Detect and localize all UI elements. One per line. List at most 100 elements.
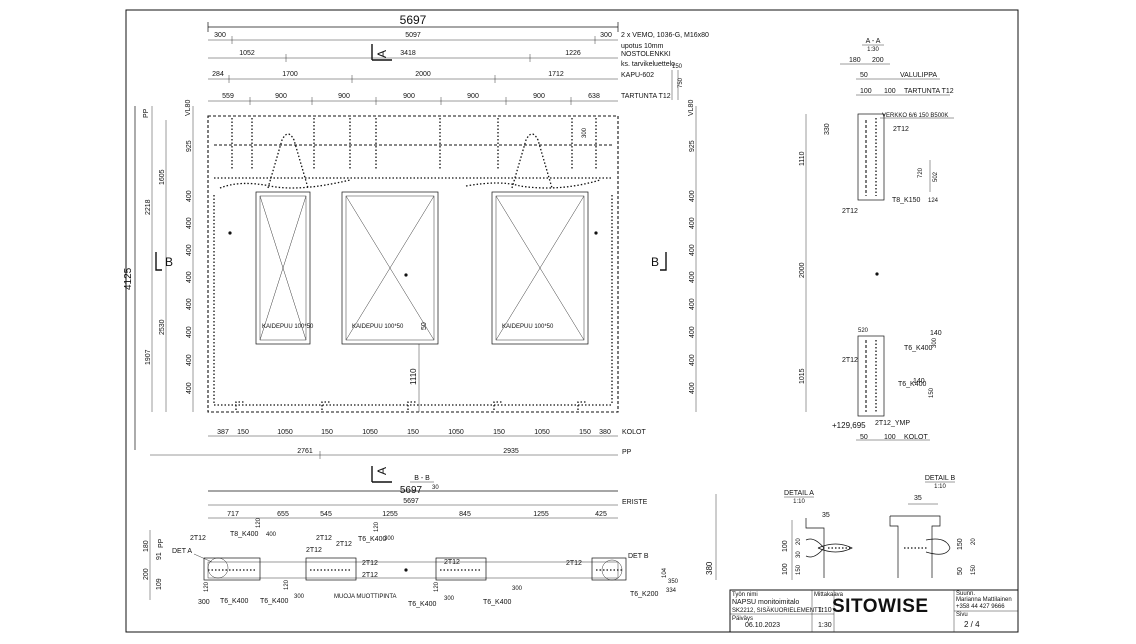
svg-text:380: 380 (705, 561, 714, 575)
svg-text:2761: 2761 (297, 448, 313, 455)
top-row3-c: 2000 (415, 71, 431, 78)
svg-text:150: 150 (929, 387, 935, 398)
insert-dot (594, 231, 598, 235)
window-3-label: KAIDEPUU 100*50 (502, 324, 554, 330)
top-row4-f: 900 (533, 93, 545, 100)
svg-text:380: 380 (599, 429, 611, 436)
section-aa-title: A - A (866, 38, 881, 45)
designer-name: Marianna Mattilainen (956, 597, 1012, 603)
scale-label: Mittakaava (814, 592, 844, 598)
top-row1-a: 300 (214, 32, 226, 39)
designer-phone: +358 44 427 9666 (956, 604, 1005, 610)
svg-text:1050: 1050 (277, 429, 293, 436)
designer-label: Suunn. (956, 591, 975, 597)
svg-text:400: 400 (689, 244, 696, 256)
svg-text:T6_K400: T6_K400 (483, 599, 512, 606)
top-row4-a: 559 (222, 93, 234, 100)
title-block: Työn nimi NAPSU monitoimitalo SK2212, SI… (729, 589, 1019, 633)
svg-text:T6_K400: T6_K400 (260, 598, 289, 605)
note-nostolenkki: NOSTOLENKKI (621, 51, 671, 58)
svg-text:1050: 1050 (362, 429, 378, 436)
title-header: Työn nimi (732, 592, 758, 598)
top-row1-c: 300 (600, 32, 612, 39)
window-2: KAIDEPUU 100*50 (341, 191, 439, 345)
section-aa-scale: 1:30 (867, 47, 879, 53)
insert-dot (404, 568, 408, 572)
note-upotus: upotus 10mm (621, 43, 664, 50)
svg-text:2T12_YMP: 2T12_YMP (875, 420, 910, 427)
svg-text:2T12: 2T12 (842, 208, 858, 215)
note-tartunta: TARTUNTA T12 (621, 93, 671, 100)
bb-block-4 (591, 557, 627, 581)
bottom-dimensions: 387 150 1050 150 1050 150 1050 150 1050 … (150, 429, 646, 459)
section-marker-b-left: B (155, 252, 173, 271)
svg-text:120: 120 (284, 579, 290, 590)
svg-text:2T12: 2T12 (893, 126, 909, 133)
svg-text:120: 120 (256, 517, 262, 528)
kolot-label: KOLOT (622, 429, 646, 436)
svg-text:400: 400 (689, 271, 696, 283)
svg-text:35: 35 (822, 512, 830, 519)
tartunta-label: TARTUNTA T12 (904, 88, 954, 95)
small-300: 300 (582, 127, 588, 138)
svg-text:100: 100 (782, 563, 789, 575)
section-a-label-bottom: A (375, 467, 389, 475)
date-label: Päiväys (732, 616, 753, 622)
svg-text:T6_K400: T6_K400 (904, 345, 933, 352)
svg-text:150: 150 (407, 429, 419, 436)
svg-text:200: 200 (143, 568, 150, 580)
svg-text:387: 387 (217, 429, 229, 436)
detail-a: DETAIL A 1:10 35 100 100 20 30 150 (782, 490, 853, 580)
detail-a-title: DETAIL A (784, 490, 814, 497)
svg-text:140: 140 (930, 330, 942, 337)
top-row3-d: 1712 (548, 71, 564, 78)
window-2-label: KAIDEPUU 100*50 (352, 324, 404, 330)
svg-text:5697: 5697 (403, 498, 419, 505)
window-1: KAIDEPUU 100*50 (255, 191, 314, 345)
svg-text:150: 150 (493, 429, 505, 436)
svg-text:400: 400 (186, 271, 193, 283)
overall-height-label: 4125 (123, 267, 134, 290)
svg-text:1255: 1255 (382, 511, 398, 518)
pp-label-left: PP (143, 108, 150, 118)
svg-text:845: 845 (459, 511, 471, 518)
section-bb-width: 5697 (400, 485, 423, 496)
svg-text:120: 120 (434, 581, 440, 592)
svg-text:2T12: 2T12 (444, 559, 460, 566)
svg-text:20: 20 (971, 538, 977, 545)
svg-text:T6_K400: T6_K400 (408, 601, 437, 608)
svg-text:400: 400 (689, 298, 696, 310)
det-a-marker: DET A (172, 548, 192, 555)
det-b-marker: DET B (628, 553, 649, 560)
sitowise-logo: SITOWISE (832, 596, 929, 617)
svg-text:50: 50 (860, 72, 868, 79)
svg-text:100: 100 (782, 540, 789, 552)
svg-text:2T12: 2T12 (336, 541, 352, 548)
svg-text:2T12: 2T12 (566, 560, 582, 567)
top-row4-g: 638 (588, 93, 600, 100)
svg-text:330: 330 (824, 123, 831, 135)
svg-text:400: 400 (689, 382, 696, 394)
section-bb-title: B - B (414, 475, 430, 482)
top-row3-a: 284 (212, 71, 224, 78)
svg-text:2T12: 2T12 (306, 547, 322, 554)
detail-a-scale: 1:10 (793, 499, 805, 505)
svg-text:2T12: 2T12 (362, 560, 378, 567)
detail-b: DETAIL B 1:10 35 150 50 20 150 (889, 475, 977, 578)
svg-text:150: 150 (957, 538, 964, 550)
top-dimensions: 5697 300 5097 300 1052 3418 1226 284 170… (207, 13, 709, 105)
insert-dot (228, 231, 232, 235)
svg-text:400: 400 (186, 217, 193, 229)
left-dim-1605: 1605 (159, 169, 166, 185)
svg-text:150: 150 (237, 429, 249, 436)
svg-text:2T12: 2T12 (362, 572, 378, 579)
svg-text:400: 400 (689, 190, 696, 202)
svg-text:300: 300 (384, 536, 395, 542)
scale-2: 1:30 (818, 622, 832, 629)
svg-text:1050: 1050 (534, 429, 550, 436)
svg-text:PP: PP (158, 538, 165, 548)
drawing-frame (125, 9, 1019, 633)
svg-text:2T12: 2T12 (316, 535, 332, 542)
svg-text:30: 30 (432, 485, 439, 491)
